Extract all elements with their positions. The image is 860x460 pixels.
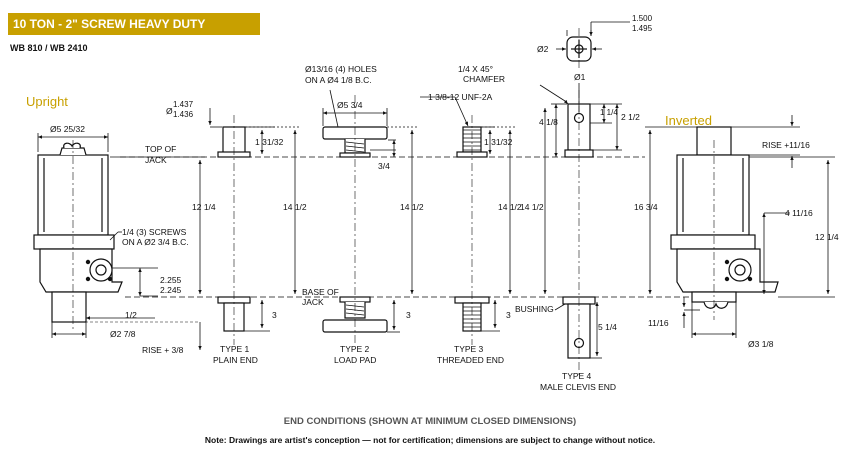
- type1-height-above: 1 31/32: [255, 137, 284, 147]
- upright-dia-bottom: Ø2 7/8: [110, 329, 136, 339]
- type3-height-above: 1 31/32: [484, 137, 513, 147]
- base-of-jack-2: JACK: [302, 297, 324, 307]
- type2-length: 14 1/2: [400, 202, 424, 212]
- model-numbers: WB 810 / WB 2410: [10, 43, 88, 53]
- type1-dia-1: 1.437: [173, 100, 194, 109]
- product-title: 10 TON - 2" SCREW HEAVY DUTY: [13, 17, 206, 31]
- type4-c: 4 1/8: [539, 117, 558, 127]
- inverted-height: 12 1/4: [815, 232, 839, 242]
- type3-name-2: THREADED END: [437, 355, 504, 365]
- upright-dim-a1: 2.255: [160, 275, 182, 285]
- type1-below: 3: [272, 310, 277, 320]
- type4-bushing: BUSHING: [515, 304, 554, 314]
- type2-pad-dia: Ø5 3/4: [337, 100, 363, 110]
- type1-dia-2: 1.436: [173, 110, 194, 119]
- type4-chamfer-1: 1/4 X 45°: [458, 64, 493, 74]
- base-of-jack-1: BASE OF: [302, 287, 339, 297]
- type4-a: 1 1/4: [600, 108, 618, 117]
- type4-tol-2: 1.495: [632, 24, 653, 33]
- type1-dia-symbol: Ø: [166, 106, 173, 116]
- upright-dim-a2: 2.245: [160, 285, 182, 295]
- upright-label: Upright: [26, 94, 68, 109]
- upright-half: 1/2: [125, 310, 137, 320]
- upright-jack: [33, 142, 123, 323]
- type2-name-2: LOAD PAD: [334, 355, 376, 365]
- upright-screws-1: 1/4 (3) SCREWS: [122, 227, 187, 237]
- type4-tol-1: 1.500: [632, 14, 653, 23]
- inverted-dia-bottom: Ø3 1/8: [748, 339, 774, 349]
- type4-d2: Ø2: [537, 44, 549, 54]
- type4-b: 2 1/2: [621, 112, 640, 122]
- upright-height: 12 1/4: [192, 202, 216, 212]
- type3-thread: 1 3/8-12 UNF-2A: [428, 92, 493, 102]
- type4-d1: Ø1: [574, 72, 586, 82]
- type4-name-2: MALE CLEVIS END: [540, 382, 616, 392]
- type2-holes-1: Ø13/16 (4) HOLES: [305, 64, 377, 74]
- type2-below: 3: [406, 310, 411, 320]
- type4-name-1: TYPE 4: [562, 371, 592, 381]
- type2-holes-2: ON A Ø4 1/8 B.C.: [305, 75, 372, 85]
- title-banner: [8, 13, 260, 35]
- inverted-overall: 16 3/4: [634, 202, 658, 212]
- inverted-jack: [670, 126, 779, 309]
- type1-length: 14 1/2: [283, 202, 307, 212]
- top-of-jack-2: JACK: [145, 155, 167, 165]
- top-of-jack-1: TOP OF: [145, 144, 176, 154]
- disclaimer-note: Note: Drawings are artist's conception —…: [204, 435, 656, 445]
- type4-chamfer-2: CHAMFER: [463, 74, 505, 84]
- type1-name-1: TYPE 1: [220, 344, 250, 354]
- upright-screws-2: ON A Ø2 3/4 B.C.: [122, 237, 189, 247]
- inverted-side: 4 11/16: [785, 208, 813, 218]
- inverted-label: Inverted: [665, 113, 712, 128]
- upright-rise: RISE + 3/8: [142, 345, 184, 355]
- type3-name-1: TYPE 3: [454, 344, 484, 354]
- type3-below: 3: [506, 310, 511, 320]
- type4-below: 5 1/4: [598, 322, 617, 332]
- end-conditions-caption: END CONDITIONS (SHOWN AT MINIMUM CLOSED …: [283, 416, 577, 427]
- type4-length: 14 1/2: [520, 202, 544, 212]
- inverted-rise: RISE +11/16: [762, 140, 810, 150]
- type2-name-1: TYPE 2: [340, 344, 370, 354]
- upright-dia-top: Ø5 25/32: [50, 124, 85, 134]
- inverted-bottom-off: 11/16: [648, 318, 669, 328]
- type2-pad-thk: 3/4: [378, 161, 390, 171]
- type1-name-2: PLAIN END: [213, 355, 258, 365]
- type3-length: 14 1/2: [498, 202, 522, 212]
